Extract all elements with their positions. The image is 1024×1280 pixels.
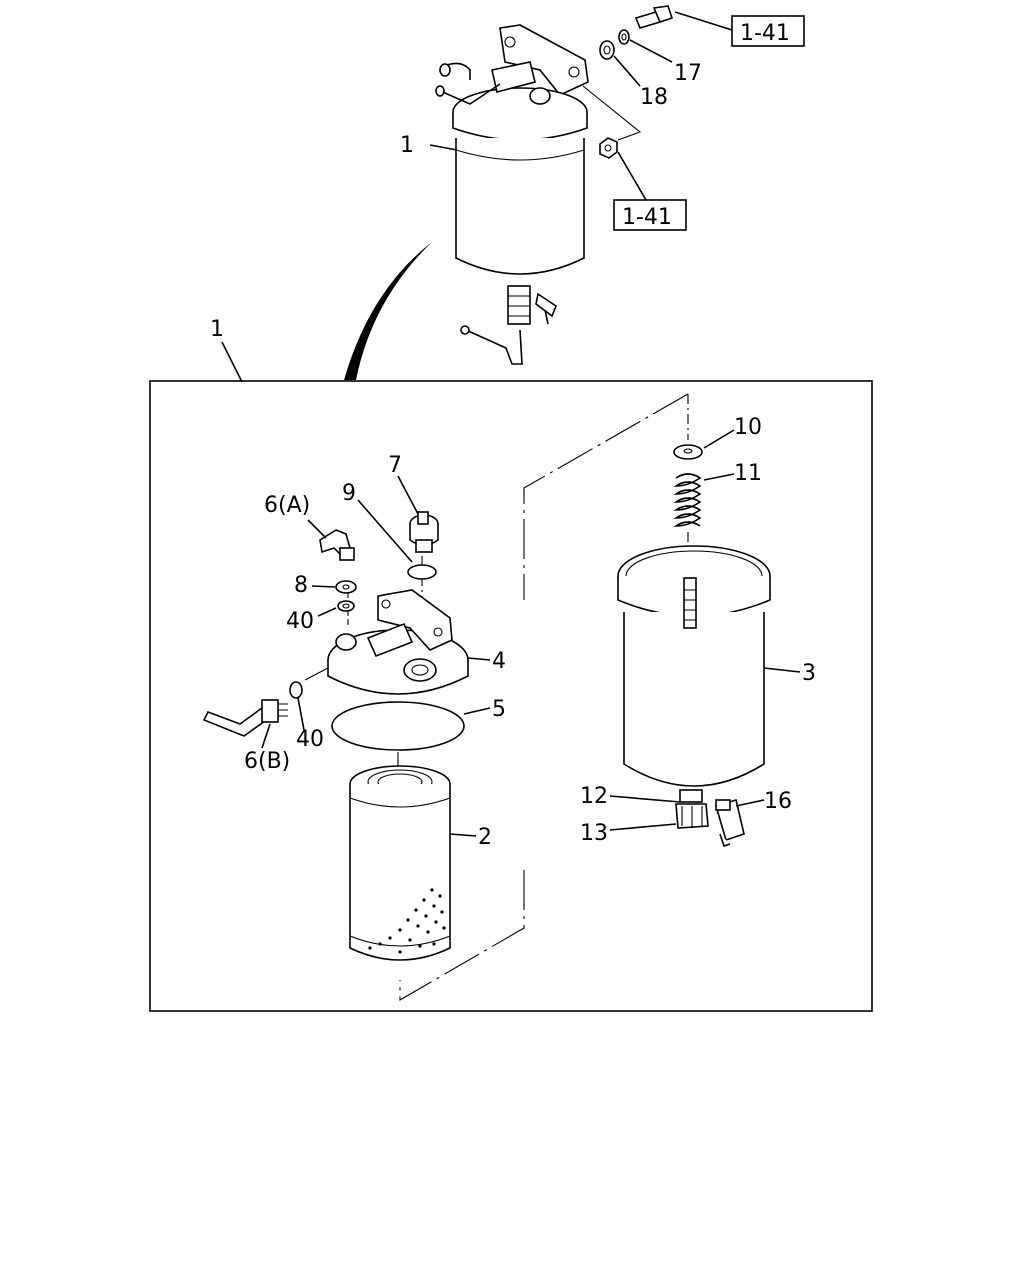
connector-arc (344, 242, 432, 380)
callout-6b: 6(B) (244, 749, 290, 774)
assembled-fuel-filter (429, 5, 733, 365)
callout-1-top: 1 (400, 133, 414, 158)
callout-11: 11 (734, 461, 762, 486)
callout-7: 7 (388, 453, 402, 478)
reference-box-nut (613, 199, 687, 231)
callout-9: 9 (342, 481, 356, 506)
callout-1-box: 1 (210, 317, 224, 342)
callout-16: 16 (764, 789, 792, 814)
reference-label-nut: 1-41 (622, 205, 672, 230)
callout-10: 10 (734, 415, 762, 440)
callout-3: 3 (802, 661, 816, 686)
reference-label-bolt: 1-41 (740, 21, 790, 46)
callout-5: 5 (492, 697, 506, 722)
callout-40-lower: 40 (296, 727, 324, 752)
callout-40-upper: 40 (286, 609, 314, 634)
reference-box-bolt (731, 15, 805, 47)
filter-perforations (368, 888, 446, 954)
callout-4: 4 (492, 649, 506, 674)
callout-18: 18 (640, 85, 668, 110)
callout-8: 8 (294, 573, 308, 598)
exploded-view-frame (149, 380, 873, 1012)
callout-12: 12 (580, 784, 608, 809)
callout-17: 17 (674, 61, 702, 86)
callout-13: 13 (580, 821, 608, 846)
callout-2: 2 (478, 825, 492, 850)
exploded-components (202, 393, 801, 1001)
callout-6a: 6(A) (264, 493, 310, 518)
